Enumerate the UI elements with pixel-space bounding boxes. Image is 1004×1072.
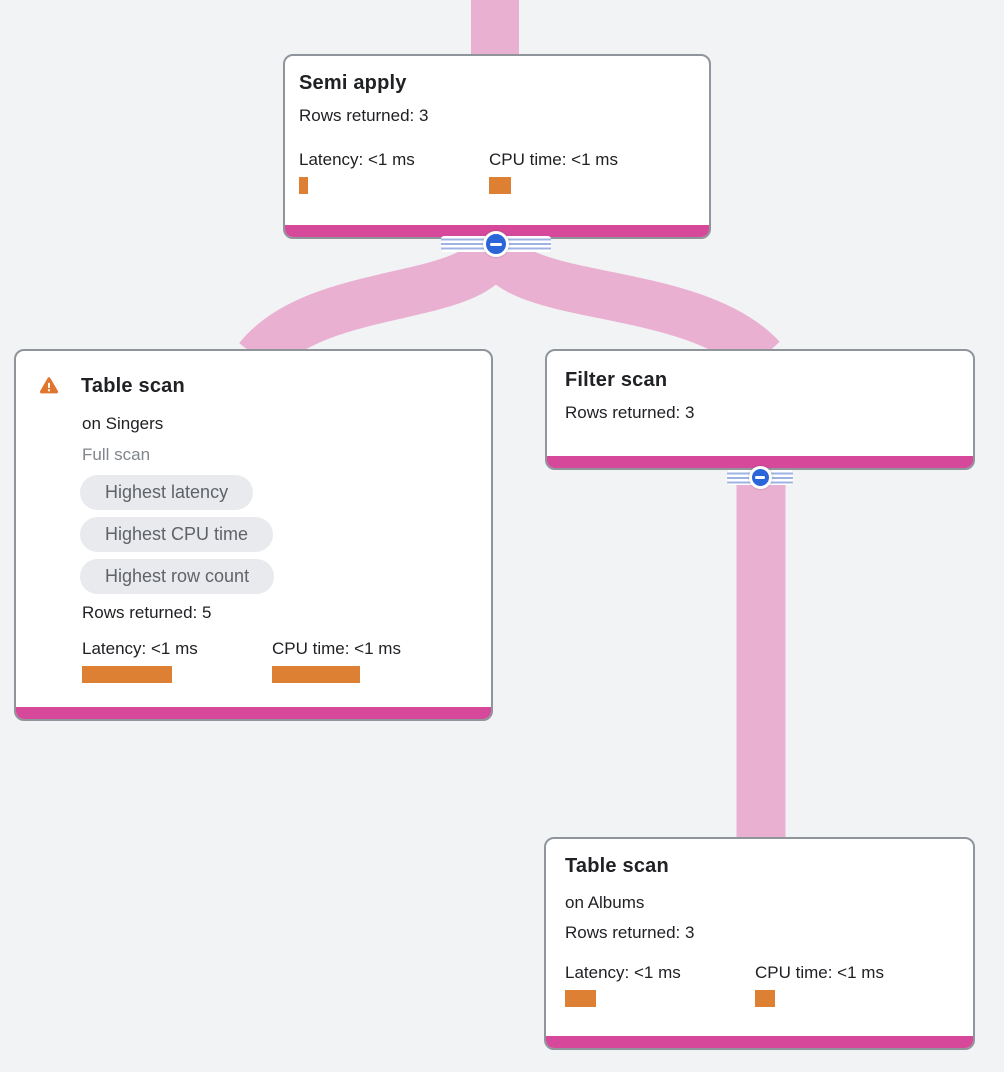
latency-metric: Latency: <1 ms: [565, 961, 755, 1007]
node-accent-bar: [546, 1036, 973, 1048]
collapse-button-semi-apply[interactable]: [441, 231, 551, 257]
metrics-row: Latency: <1 ms CPU time: <1 ms: [82, 637, 491, 683]
scan-type-text: Full scan: [82, 445, 151, 464]
table-name-text: on Albums: [565, 893, 645, 912]
cpu-time-bar: [489, 177, 511, 194]
latency-metric: Latency: <1 ms: [82, 637, 272, 683]
cpu-time-label: CPU time: <1 ms: [272, 639, 401, 658]
node-title: Table scan: [81, 375, 185, 397]
table-name-text: on Singers: [82, 414, 164, 433]
node-table-scan-albums[interactable]: Table scan on Albums Rows returned: 3 La…: [544, 837, 975, 1050]
node-table-scan-singers[interactable]: Table scan on Singers Full scan Highest …: [14, 349, 493, 721]
latency-label: Latency: <1 ms: [565, 963, 681, 982]
latency-metric: Latency: <1 ms: [299, 148, 489, 194]
cpu-time-metric: CPU time: <1 ms: [272, 637, 462, 683]
chip-highest-cpu-time: Highest CPU time: [80, 517, 274, 552]
cpu-time-label: CPU time: <1 ms: [489, 150, 618, 169]
latency-label: Latency: <1 ms: [82, 639, 198, 658]
rows-returned-text: Rows returned: 3: [565, 923, 695, 942]
collapse-button-filter-scan[interactable]: [727, 466, 793, 489]
rows-returned-text: Rows returned: 3: [565, 403, 695, 422]
minus-icon: [483, 231, 509, 257]
edge-semi-apply-to-filter-scan: [471, 234, 780, 376]
chip-highest-row-count: Highest row count: [80, 559, 275, 594]
chip-highest-latency: Highest latency: [80, 475, 254, 510]
node-header: Table scan: [38, 371, 491, 401]
latency-label: Latency: <1 ms: [299, 150, 415, 169]
cpu-time-bar: [755, 990, 775, 1007]
minus-icon: [748, 466, 772, 489]
warning-icon: [39, 377, 59, 394]
rows-returned-text: Rows returned: 5: [82, 603, 212, 622]
node-title: Table scan: [565, 855, 669, 877]
metrics-row: Latency: <1 ms CPU time: <1 ms: [565, 961, 973, 1007]
cpu-time-bar: [272, 666, 360, 683]
node-title: Filter scan: [565, 369, 668, 391]
latency-bar: [82, 666, 172, 683]
rows-returned-text: Rows returned: 3: [299, 106, 429, 125]
node-body: on Singers Full scan Highest latency Hig…: [80, 412, 491, 683]
node-title: Semi apply: [299, 72, 407, 94]
node-accent-bar: [547, 456, 973, 468]
cpu-time-metric: CPU time: <1 ms: [489, 148, 679, 194]
highlight-chips: Highest latency Highest CPU time Highest…: [80, 475, 491, 594]
node-filter-scan[interactable]: Filter scan Rows returned: 3: [545, 349, 975, 470]
node-accent-bar: [16, 707, 491, 719]
cpu-time-label: CPU time: <1 ms: [755, 963, 884, 982]
latency-bar: [565, 990, 596, 1007]
metrics-row: Latency: <1 ms CPU time: <1 ms: [299, 148, 709, 194]
node-semi-apply[interactable]: Semi apply Rows returned: 3 Latency: <1 …: [283, 54, 711, 239]
latency-bar: [299, 177, 308, 194]
cpu-time-metric: CPU time: <1 ms: [755, 961, 945, 1007]
